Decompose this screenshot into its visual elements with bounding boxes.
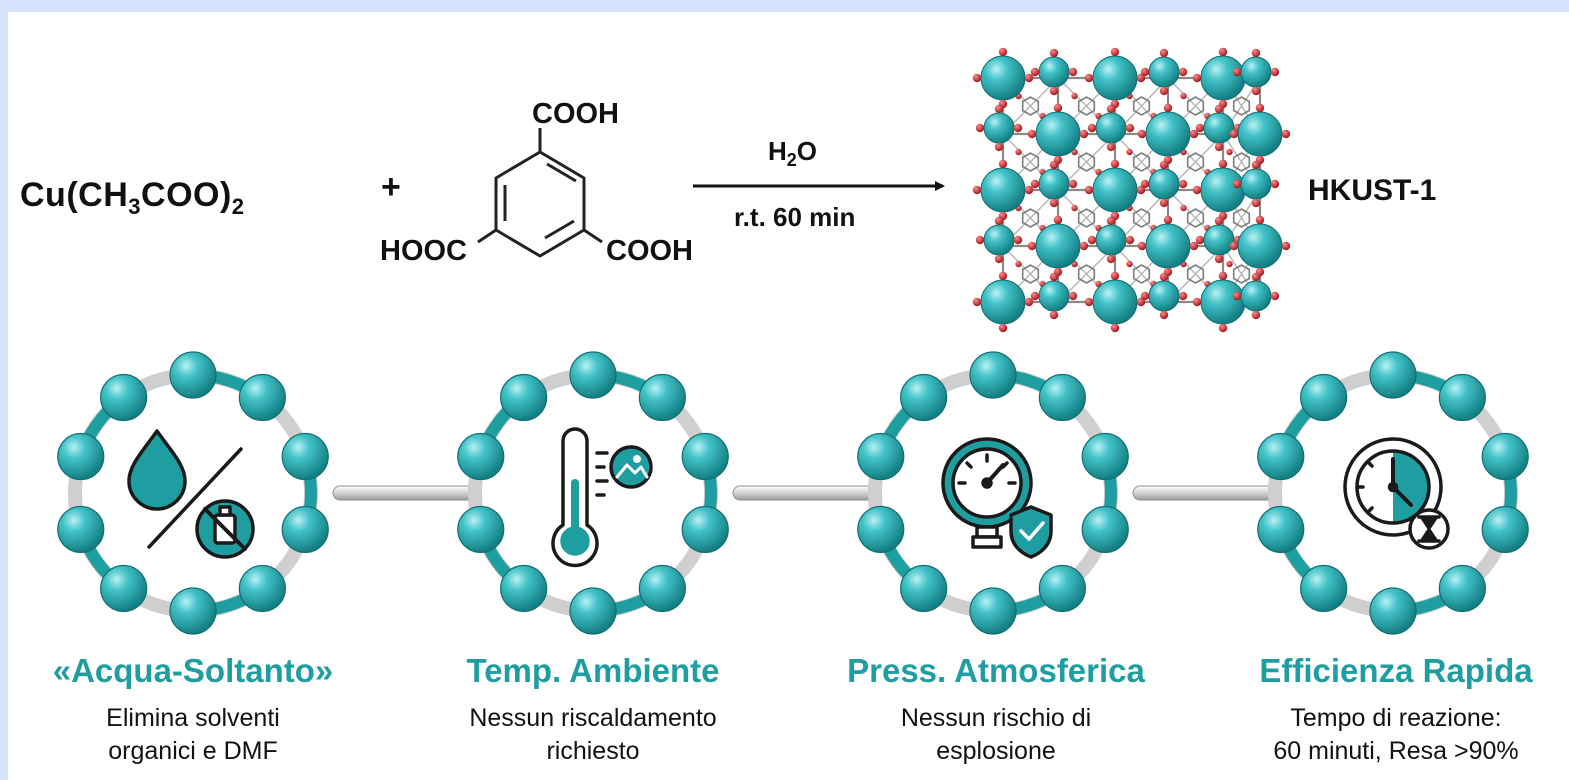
feature-ring (57, 351, 329, 635)
ring-sphere (1038, 373, 1086, 422)
ring-sphere (969, 351, 1017, 399)
ring-sphere (681, 505, 729, 554)
ring-sphere (1300, 373, 1348, 422)
feature-ring (457, 351, 729, 635)
ring-sphere (500, 373, 548, 422)
product-label: HKUST-1 (1308, 174, 1437, 207)
ring-sphere (638, 373, 686, 422)
ring-sphere (1369, 587, 1417, 635)
ring-sphere (1257, 432, 1305, 481)
ring-sphere (1369, 351, 1417, 399)
feature-desc-room-temperature-line2: richiesto (546, 737, 640, 765)
diagram-canvas: Cu(CH3COO)2 + COOH HOOC COOH H2O r.t. 60… (8, 12, 1569, 780)
ring-sphere (969, 587, 1017, 635)
ring-sphere (569, 587, 617, 635)
carboxyl-group-top: COOH (532, 98, 619, 130)
feature-desc-atmospheric-pressure-line2: esplosione (936, 737, 1056, 765)
feature-title-water-only: «Acqua-Soltanto» (52, 652, 334, 689)
ring-sphere (100, 564, 148, 613)
pressure-gauge-shield-icon (941, 437, 1053, 559)
ring-sphere (57, 505, 105, 554)
ring-sphere (500, 564, 548, 613)
benzene-ring (477, 128, 603, 258)
ring-sphere (281, 505, 329, 554)
carboxyl-group-left: HOOC (380, 235, 467, 267)
ring-sphere (457, 505, 505, 554)
ring-sphere (281, 432, 329, 481)
ring-sphere (457, 432, 505, 481)
ring-sphere (238, 373, 286, 422)
feature-title-room-temperature: Temp. Ambiente (466, 652, 720, 689)
ring-sphere (857, 505, 905, 554)
water-no-solvent-icon (127, 429, 255, 559)
ring-sphere (169, 587, 217, 635)
ring-sphere (1300, 564, 1348, 613)
reaction-time-label: r.t. 60 min (734, 202, 856, 232)
ring-sphere (900, 373, 948, 422)
clock-hourglass-icon (1343, 437, 1450, 550)
feature-desc-room-temperature-line1: Nessun riscaldamento (469, 704, 717, 732)
copper-acetate-formula: Cu(CH3COO)2 (20, 176, 245, 219)
ring-sphere (1081, 505, 1129, 554)
ring-sphere (1438, 564, 1486, 613)
ring-sphere (169, 351, 217, 399)
plus-sign: + (381, 168, 402, 206)
diagram-artwork (57, 47, 1529, 635)
ring-sphere (638, 564, 686, 613)
ring-sphere (100, 373, 148, 422)
feature-desc-rapid-efficiency-line1: Tempo di reazione: (1290, 704, 1502, 732)
feature-desc-atmospheric-pressure-line1: Nessun rischio di (900, 704, 1092, 732)
feature-desc-water-only-line1: Elimina solventi (106, 704, 280, 732)
ring-sphere (238, 564, 286, 613)
ring-sphere (681, 432, 729, 481)
ring-sphere (569, 351, 617, 399)
feature-desc-water-only-line2: organici e DMF (108, 737, 278, 765)
hkust-1-crystal-structure (972, 47, 1291, 333)
ring-sphere (1481, 432, 1529, 481)
feature-desc-rapid-efficiency-line2: 60 minuti, Resa >90% (1273, 737, 1519, 765)
feature-title-atmospheric-pressure: Press. Atmosferica (847, 652, 1145, 689)
ring-sphere (1438, 373, 1486, 422)
thermometer-sun-icon (551, 427, 653, 568)
ring-sphere (1038, 564, 1086, 613)
ring-sphere (1081, 432, 1129, 481)
ring-sphere (57, 432, 105, 481)
ring-sphere (1257, 505, 1305, 554)
solvent-label: H2O (768, 136, 818, 171)
ring-sphere (900, 564, 948, 613)
carboxyl-group-right: COOH (606, 235, 693, 267)
feature-title-rapid-efficiency: Efficienza Rapida (1259, 652, 1533, 689)
ring-sphere (857, 432, 905, 481)
ring-sphere (1481, 505, 1529, 554)
